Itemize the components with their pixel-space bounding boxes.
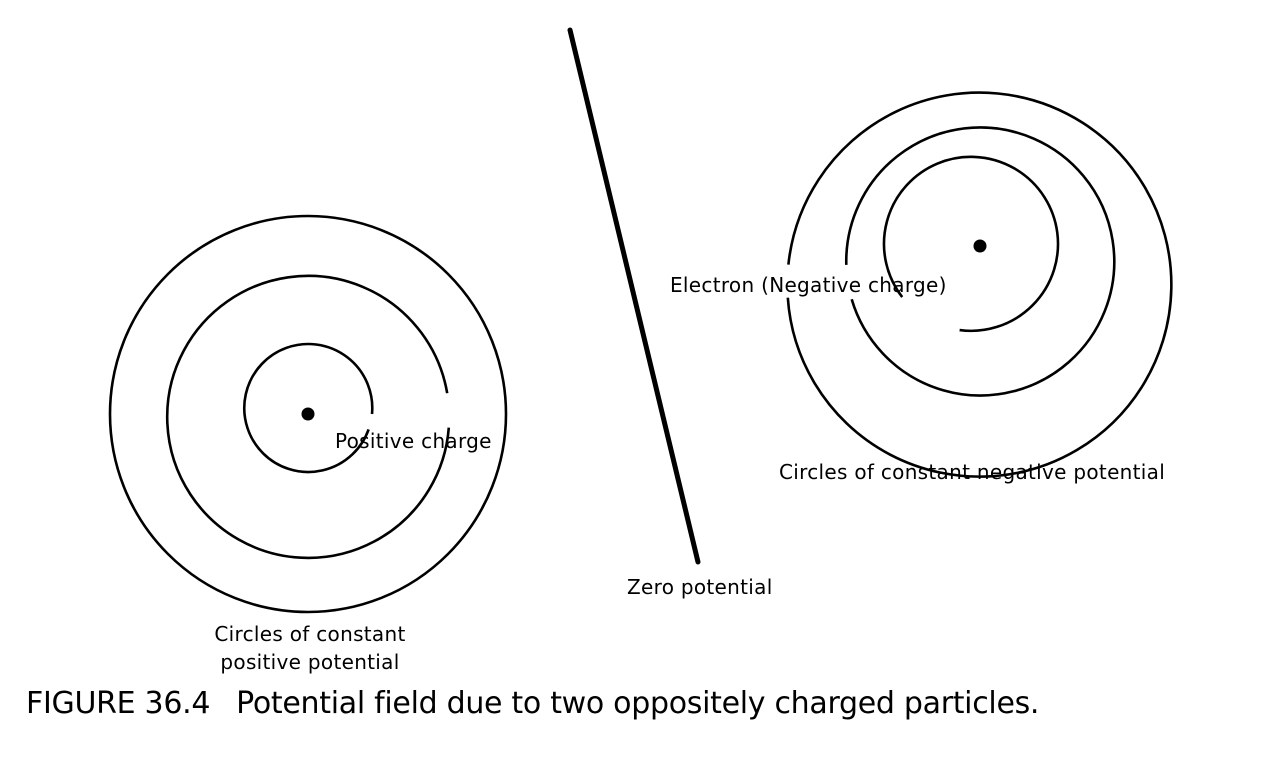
negative-inner-circle [882, 155, 1060, 333]
negative-middle-circle [844, 126, 1116, 397]
positive-potential-circles-label: Circles of constant positive potential [170, 620, 450, 676]
zero-potential-label: Zero potential [627, 575, 773, 599]
positive-outer-circle [108, 214, 508, 614]
positive-inner-circle [242, 342, 374, 474]
negative-potential-circles-label: Circles of constant negative potential [779, 460, 1166, 484]
positive-potential-circles-label-line1: Circles of constant [214, 622, 406, 646]
negative-outer-circle [786, 91, 1173, 478]
positive-charge-group [108, 214, 508, 614]
positive-charge-label: Positive charge [335, 429, 492, 453]
positive-potential-circles-label-line2: positive potential [220, 650, 400, 674]
electron-dot [973, 239, 987, 253]
positive-charge-dot [301, 407, 315, 421]
positive-middle-circle [165, 274, 451, 560]
electron-label: Electron (Negative charge) [670, 273, 947, 297]
zero-potential-line [567, 27, 701, 565]
figure-number: FIGURE 36.4 [26, 686, 211, 721]
figure-caption-text: Potential field due to two oppositely ch… [236, 686, 1040, 721]
negative-charge-group [786, 91, 1173, 478]
figure-caption: FIGURE 36.4 Potential field due to two op… [26, 684, 1039, 724]
